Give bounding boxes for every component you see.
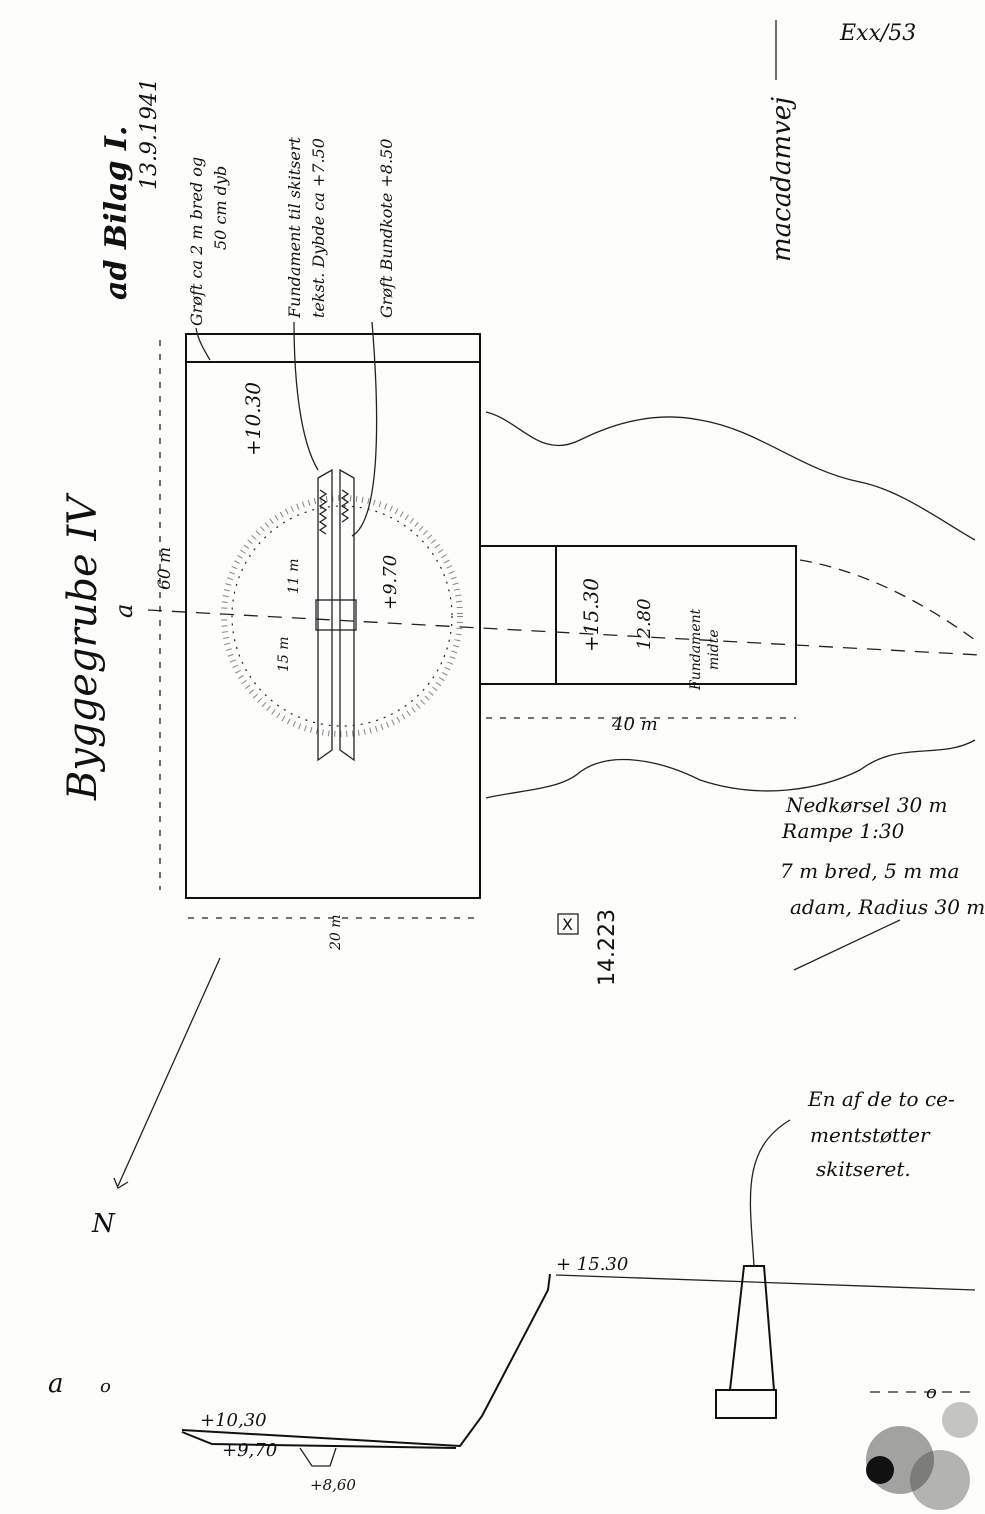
section-groove xyxy=(299,1447,337,1467)
dim-60m-label: 60 m xyxy=(155,547,175,590)
north-label: N xyxy=(91,1209,116,1239)
note-ramp-1: Nedkørsel 30 m xyxy=(785,793,947,817)
circle-hatch-outer xyxy=(221,495,463,737)
road-curve xyxy=(799,559,976,641)
level-970-plan: +9.70 xyxy=(380,555,401,610)
leader-pillar xyxy=(749,1119,791,1267)
leader-ramp xyxy=(793,919,901,971)
north-arrow-head xyxy=(113,1177,129,1189)
section-level-860: +8,60 xyxy=(310,1476,356,1494)
dim-11m: 11 m xyxy=(286,558,302,594)
note-cement-2: mentstøtter xyxy=(810,1123,931,1147)
embankment-bottom xyxy=(485,739,976,799)
section-axis xyxy=(147,609,981,656)
leader-groove xyxy=(195,327,211,361)
leader-bottom xyxy=(351,321,378,537)
section-label-a: a xyxy=(48,1369,64,1399)
level-1530-plan: +15.30 xyxy=(579,578,603,652)
note-cement-3: skitseret. xyxy=(816,1157,911,1181)
note-fundament-a: Fundament til skitsert xyxy=(285,137,304,319)
pillar-shaft xyxy=(728,1265,776,1391)
title: Byggegrube IV xyxy=(60,492,106,801)
note-fundament-b: tekst. Dybde ca +7.50 xyxy=(309,138,328,318)
note-groove-b: 50 cm dyb xyxy=(211,166,230,250)
section-bottom xyxy=(181,1431,457,1449)
fundament-label-a: Fundament xyxy=(688,608,704,691)
note-groove-a: Grøft ca 2 m bred og xyxy=(187,157,206,326)
fundament-left xyxy=(317,468,333,762)
fundament-label-b: midte xyxy=(706,629,722,670)
leader-fundament xyxy=(293,321,319,471)
level-1280-plan: 12.80 xyxy=(634,598,655,650)
ramp-rectangle xyxy=(479,545,797,685)
circle-hatch xyxy=(231,505,453,727)
embankment-top xyxy=(485,411,976,541)
fundament-right xyxy=(339,468,355,762)
sheet-ref: Exx/53 xyxy=(839,21,916,46)
dim-15m: 15 m xyxy=(276,636,292,672)
note-ramp-4: adam, Radius 30 m xyxy=(790,895,985,919)
level-1030-plan: +10.30 xyxy=(241,382,265,456)
pit-outline xyxy=(185,333,481,899)
fundament-centre xyxy=(315,599,357,631)
note-ramp-2: Rampe 1:30 xyxy=(781,819,905,843)
section-slope-left xyxy=(181,1273,551,1448)
north-arrow-line xyxy=(117,957,221,1187)
pillar-foot xyxy=(715,1389,777,1419)
bilag-date: 13.9.1941 xyxy=(137,78,162,190)
section-end-mark: o xyxy=(926,1382,937,1403)
section-level-1530: + 15.30 xyxy=(556,1254,628,1275)
section-level-1030: +10,30 xyxy=(200,1410,267,1431)
section-level-970: +9,70 xyxy=(222,1440,277,1461)
fundament-hatch xyxy=(318,489,350,535)
note-cement-1: En af de to ce- xyxy=(807,1087,955,1111)
section-label-plan: a xyxy=(110,604,138,618)
note-bottom: Grøft Bundkote +8.50 xyxy=(377,139,396,318)
mark-x: X xyxy=(562,915,573,934)
note-ramp-3: 7 m bred, 5 m ma xyxy=(780,859,959,883)
mark-x-box xyxy=(557,913,579,935)
bilag-label: ad Bilag I. xyxy=(99,126,134,300)
mark-number: 14.223 xyxy=(595,909,620,986)
ink-stain xyxy=(866,1402,978,1510)
section-label-o: o xyxy=(100,1376,111,1397)
dim-20m-label: 20 m xyxy=(328,914,344,951)
macadam-label: macadamvej xyxy=(767,97,797,262)
dim-40m-label: 40 m xyxy=(611,714,658,735)
